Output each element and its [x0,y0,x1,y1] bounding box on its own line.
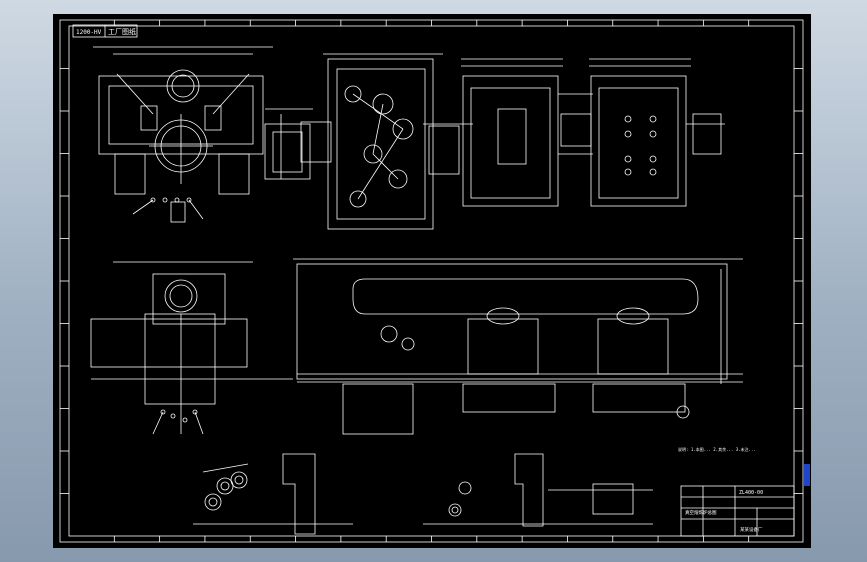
view-side-detail [264,108,313,180]
stamp-left-text: 1200-HV [76,29,102,36]
view-chamber-right [589,58,725,207]
view-plan-center [300,53,473,230]
title-block: ZL400-00 真空熔炼炉总图 某某设备厂 [680,485,795,537]
title-block-drawing-no: ZL400-00 [739,490,763,496]
drawing-canvas[interactable]: 1200-HV 工厂图纸 [53,14,811,548]
view-detail-bottom-center [423,453,653,527]
selection-marker [804,464,810,486]
general-notes: 说明: 1.本图... 2.其余... 3.未注... [678,446,756,452]
frame-zone-ticks [60,20,803,542]
drawing-sheet[interactable]: 1200-HV 工厂图纸 [53,14,811,548]
view-section-lower-left [90,261,293,435]
sheet-border-inner [68,25,795,537]
title-block-name: 真空熔炼炉总图 [685,509,717,516]
view-elevation-long [293,258,743,435]
view-detail-bottom-left [193,453,353,535]
stamp-right-text: 工厂图纸 [108,27,136,36]
title-block-company: 某某设备厂 [740,526,763,533]
view-front-upper-left [93,46,273,223]
drawing-stamp: 1200-HV 工厂图纸 [72,24,138,38]
view-chamber-left [461,58,593,207]
